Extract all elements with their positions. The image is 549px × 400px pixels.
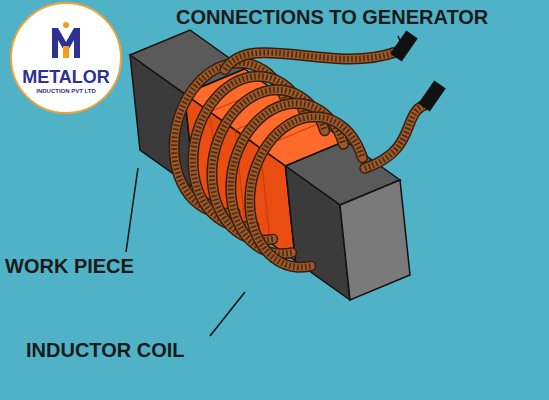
callout-label: INDUCTOR COIL (26, 338, 185, 362)
callout-label: WORK PIECE (5, 254, 134, 278)
inductor-coil (174, 63, 362, 267)
leader-lines (126, 36, 404, 336)
generator-leads (225, 31, 446, 169)
company-name: METALOR (22, 67, 110, 88)
logo-badge: METALORINDUCTION PVT LTD (11, 3, 121, 113)
callout-label: CONNECTIONS TO GENERATOR (176, 5, 488, 29)
company-subtitle: INDUCTION PVT LTD (36, 88, 96, 95)
logo-badge (11, 3, 121, 113)
